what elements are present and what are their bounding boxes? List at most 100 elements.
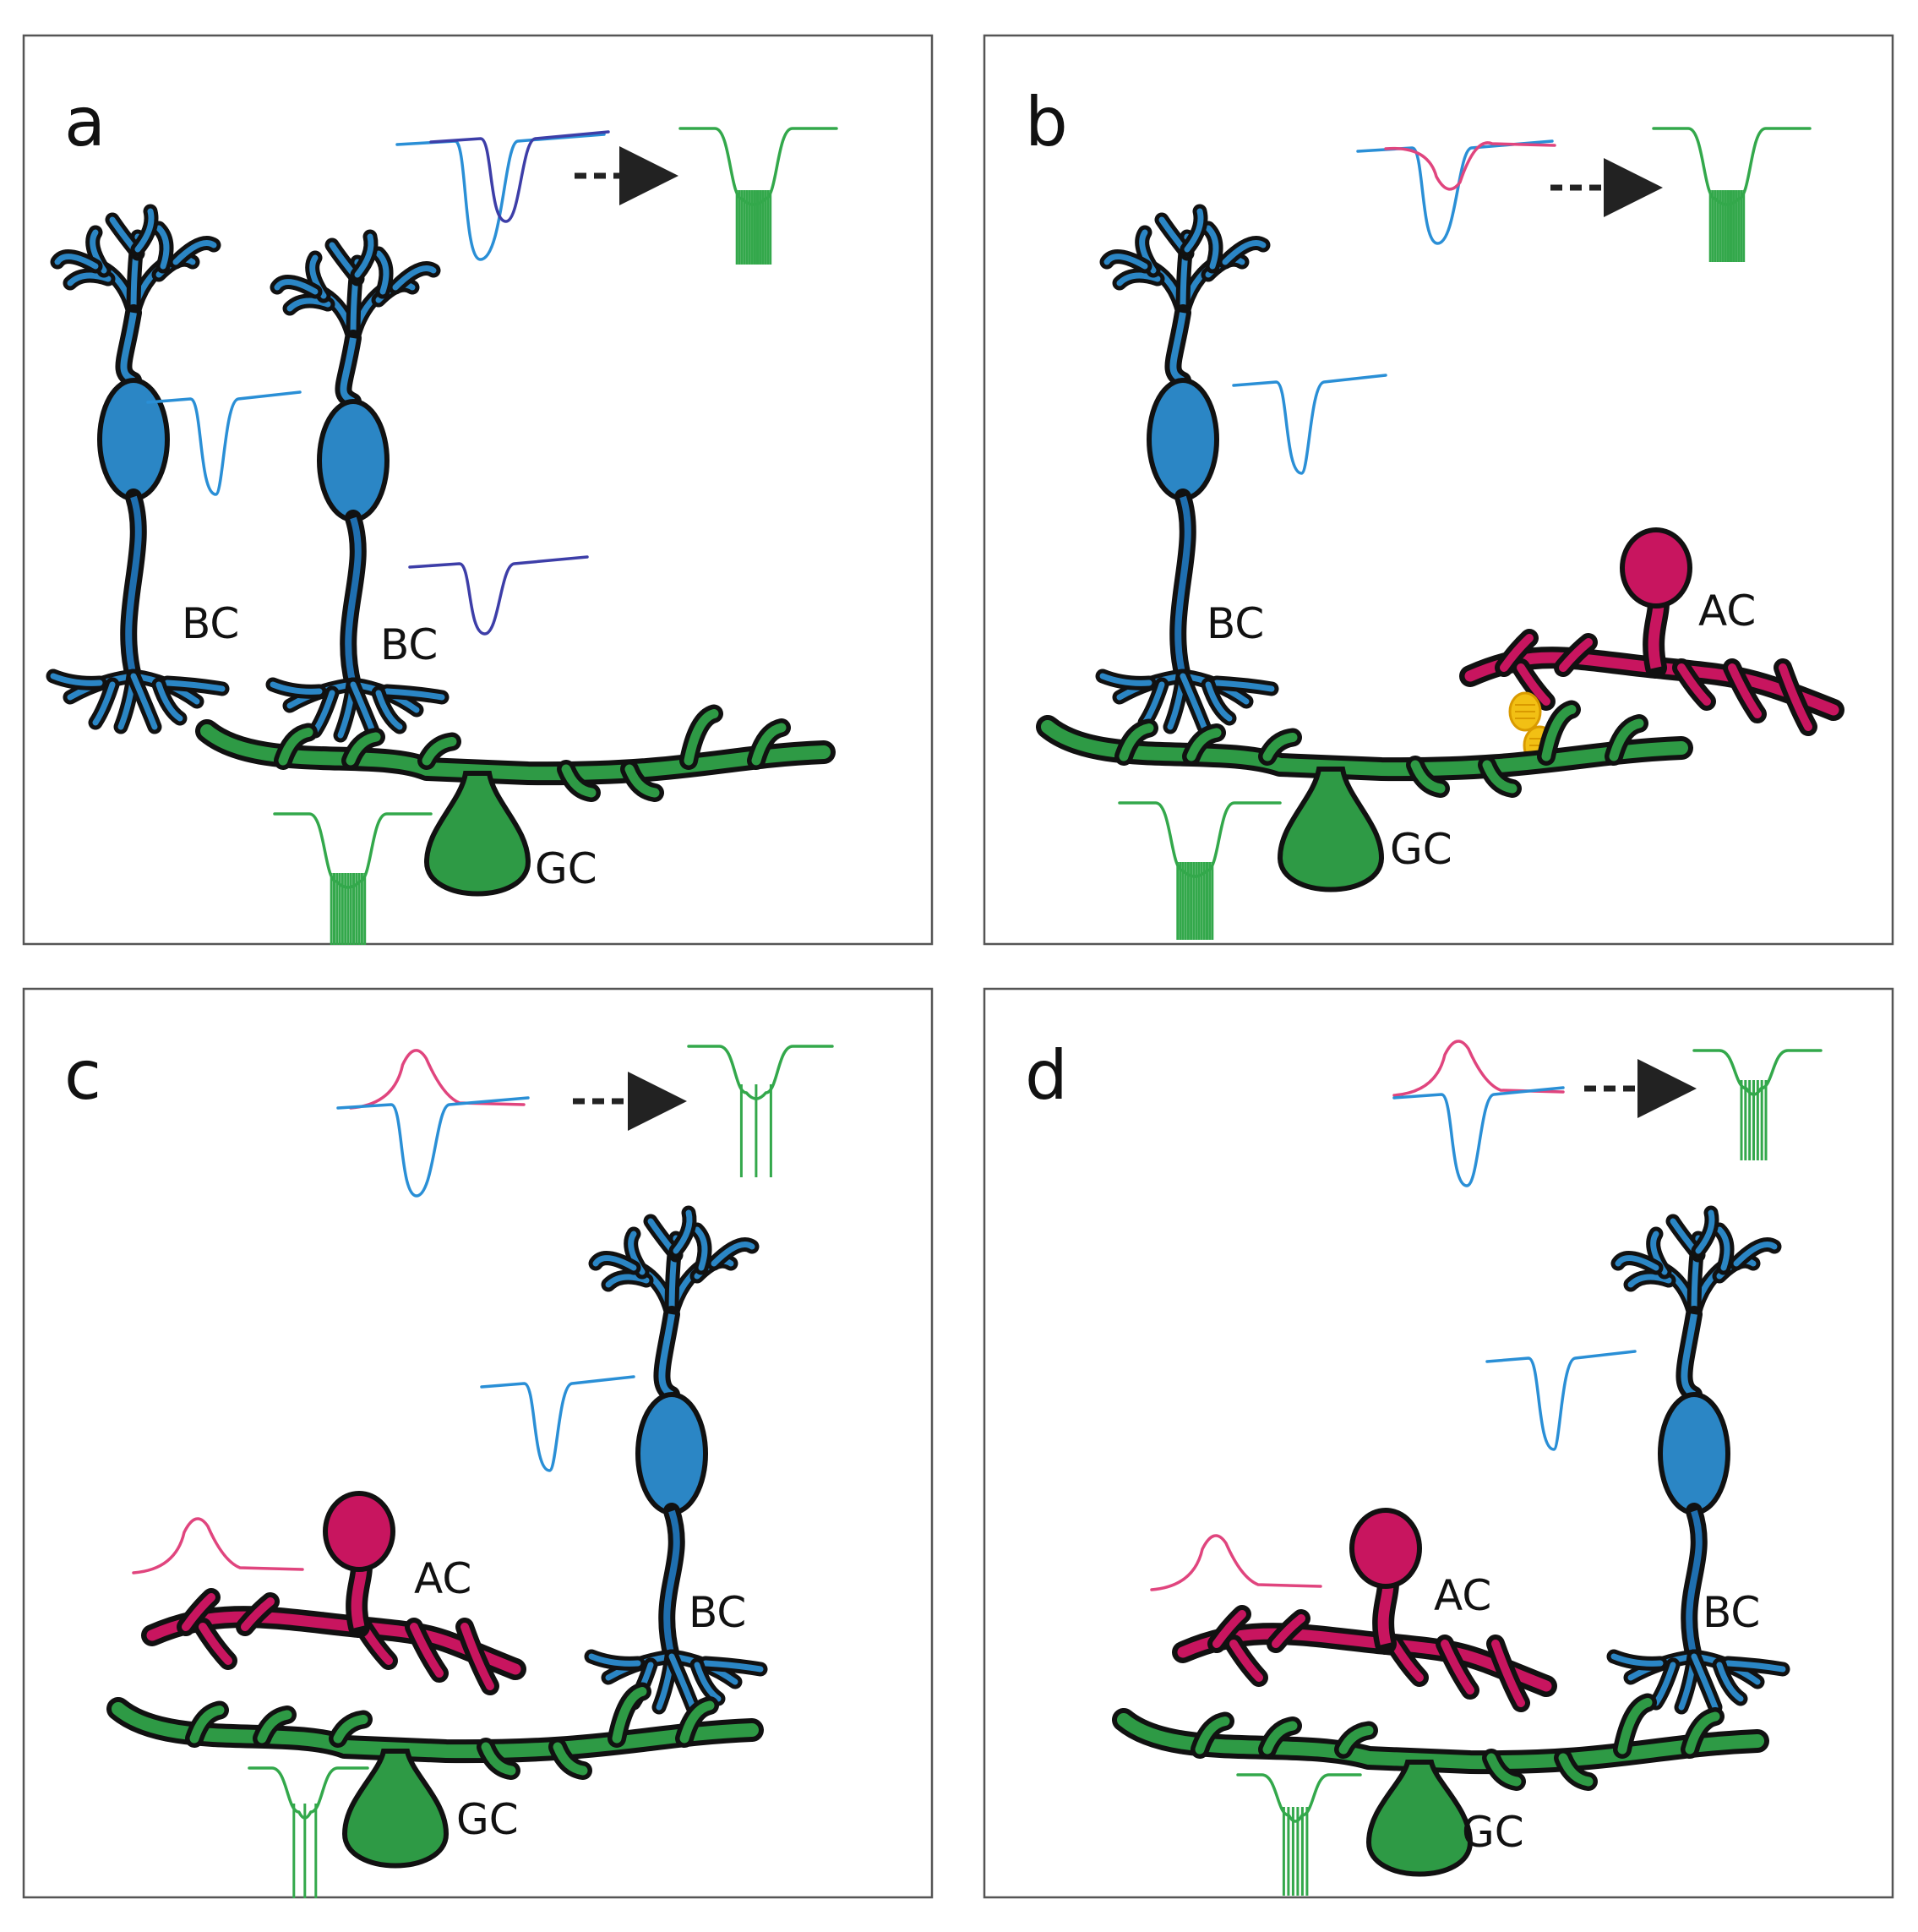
- ganglion-spine: [422, 737, 457, 766]
- ganglion-cell: [195, 704, 836, 897]
- amacrine-branch: [1728, 663, 1762, 718]
- ganglion-spine: [1541, 705, 1577, 761]
- ganglion-spike-trace-envelope: [1236, 1773, 1362, 1823]
- dendrite: [1205, 225, 1219, 270]
- ganglion-spine: [333, 1715, 368, 1744]
- ganglion-spike-trace-output-envelope: [678, 127, 838, 206]
- ganglion-spike-trace: [248, 1766, 369, 1898]
- bipolar-trace: [336, 1096, 530, 1198]
- amacrine-trace-inverted: [1384, 141, 1556, 191]
- bipolar-axon: [663, 1509, 680, 1657]
- ganglion-soma: [341, 1749, 450, 1869]
- dendrite: [1695, 1209, 1715, 1254]
- ganglion-cell: [1112, 1693, 1769, 1877]
- axon-terminal: [375, 690, 403, 730]
- gap-junction: [1508, 691, 1542, 732]
- dendrite: [354, 233, 374, 278]
- bipolar-cell-label: BC: [1703, 1588, 1760, 1637]
- bipolar-soma: [1147, 378, 1219, 501]
- dendrite: [155, 225, 170, 270]
- dendrite: [375, 250, 390, 295]
- amacrine-branch: [182, 1593, 215, 1631]
- amacrine-branch: [1441, 1640, 1474, 1695]
- dendrite: [172, 240, 217, 265]
- bipolar-axon: [345, 516, 362, 685]
- bipolar-trace-cell-2: [408, 555, 589, 636]
- dendrite: [67, 272, 112, 287]
- bipolar-trace-cell-1: [146, 390, 302, 496]
- axon-terminal: [50, 673, 103, 686]
- amacrine-trace: [349, 1049, 526, 1110]
- dendrite: [711, 1242, 755, 1267]
- axon-terminal: [1725, 1660, 1786, 1673]
- bipolar-axon: [1174, 495, 1191, 677]
- amacrine-branch: [241, 1597, 275, 1631]
- axon-terminal: [1205, 681, 1233, 722]
- axon-terminal: [384, 688, 445, 701]
- dendrite: [1733, 1242, 1778, 1267]
- bipolar-trace: [1392, 1086, 1565, 1187]
- ganglion-spine: [1482, 760, 1518, 794]
- amacrine-branch: [1677, 663, 1711, 706]
- ganglion-spine: [684, 709, 719, 766]
- bipolar-soma: [1658, 1392, 1730, 1515]
- dendrite: [1627, 1274, 1672, 1288]
- bipolar-cell: [1606, 1205, 1790, 1715]
- ganglion-spine: [561, 764, 597, 798]
- bipolar-trace-fast: [395, 133, 606, 261]
- ganglion-spine: [751, 723, 787, 766]
- dendrite: [1116, 272, 1161, 287]
- ganglion-spine: [612, 1687, 647, 1744]
- ganglion-spike-trace: [273, 812, 433, 945]
- bipolar-cell-2: [265, 229, 450, 743]
- ganglion-spine: [346, 732, 381, 766]
- axon-terminal: [694, 1662, 722, 1702]
- ganglion-spine: [1609, 718, 1644, 761]
- ganglion-spine: [1685, 1711, 1720, 1755]
- axon-terminal: [92, 681, 116, 726]
- bipolar-soma: [635, 1392, 708, 1515]
- dendrite: [1222, 240, 1267, 265]
- amacrine-soma: [1620, 527, 1692, 609]
- dendrite: [392, 265, 437, 291]
- axon-terminal: [1213, 679, 1275, 692]
- bipolar-soma: [97, 378, 170, 501]
- ganglion-spine: [1262, 733, 1298, 761]
- ganglion-spike-trace-envelope: [1118, 801, 1282, 878]
- axon-terminal: [1653, 1662, 1676, 1706]
- ganglion-spine: [278, 728, 313, 766]
- axon-terminal: [130, 673, 158, 730]
- ganglion-spine: [553, 1742, 588, 1776]
- axon-terminal: [702, 1660, 764, 1673]
- bipolar-trace-cell: [1232, 374, 1387, 475]
- amacrine-branch: [1491, 1640, 1525, 1707]
- bipolar-cell-label-1: BC: [182, 599, 239, 648]
- ganglion-spike-trace: [1236, 1773, 1362, 1896]
- ganglion-spine: [1195, 1716, 1230, 1755]
- dendrite: [694, 1226, 708, 1271]
- ganglion-spine: [1410, 760, 1446, 794]
- axon-terminal: [1180, 673, 1207, 730]
- amacrine-branch: [1272, 1614, 1305, 1648]
- bipolar-trace-cell: [1485, 1350, 1637, 1451]
- axon-terminal: [164, 679, 226, 692]
- ganglion-spike-trace-output: [1692, 1049, 1823, 1160]
- ganglion-spike-trace: [1118, 801, 1282, 940]
- dendrite: [134, 208, 155, 253]
- dendrite: [673, 1209, 693, 1254]
- ganglion-spine: [189, 1706, 225, 1744]
- amacrine-branch: [199, 1623, 232, 1665]
- bipolar-dendrite-fill: [1169, 312, 1186, 384]
- bipolar-trace-delayed: [429, 130, 610, 223]
- bipolar-cell: [584, 1205, 768, 1715]
- axon-terminal: [1691, 1653, 1719, 1711]
- ganglion-spine: [624, 764, 660, 798]
- amacrine-branch: [1779, 663, 1812, 731]
- amacrine-branch: [410, 1623, 444, 1678]
- ganglion-spike-trace-output: [1652, 127, 1812, 262]
- axon-terminal: [668, 1653, 696, 1711]
- dendrite: [274, 279, 319, 295]
- amacrine-cell: [141, 1491, 526, 1695]
